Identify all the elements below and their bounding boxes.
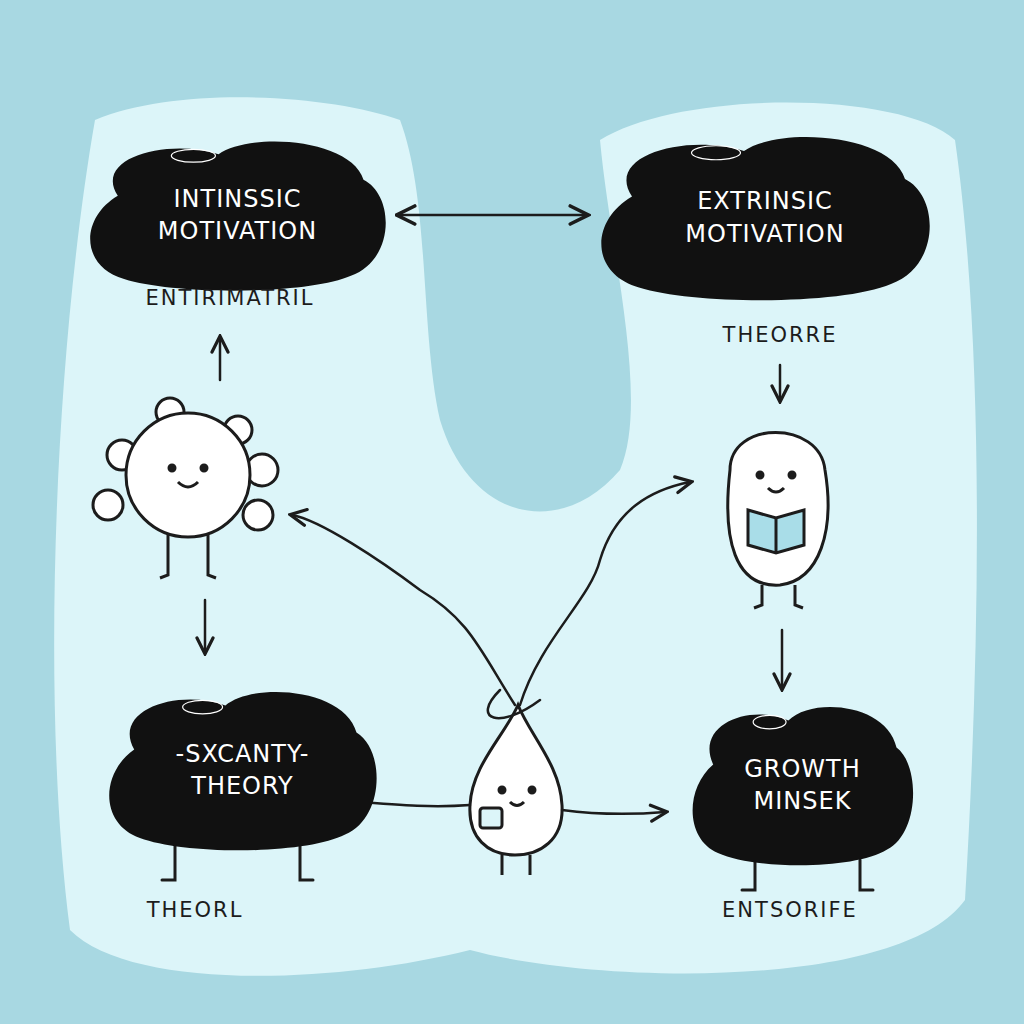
cloud-shape: [590, 130, 940, 305]
cloud-node: EXTRINSIC MOTIVATION: [590, 130, 940, 305]
cloud-shine: [171, 149, 215, 162]
node-text: INTINSSIC MOTIVATION: [115, 183, 360, 248]
cloud-fill: [90, 141, 386, 290]
cloud-fill: [601, 137, 929, 300]
cloud-fill: [109, 692, 376, 850]
caption-label: THEORL: [147, 898, 244, 922]
cloud-shape: [100, 685, 385, 855]
caption-label: ENTSORIFE: [722, 898, 858, 922]
cloud-shine: [183, 700, 223, 714]
cloud-shine: [753, 715, 786, 729]
cloud-node: GROWTH MINSEK: [685, 700, 920, 870]
drop-creature: [470, 705, 562, 875]
reading-creature: [728, 433, 828, 609]
connector-arrow: [399, 214, 586, 217]
light-region: [54, 97, 977, 976]
cloud-node: INTINSSIC MOTIVATION: [80, 135, 395, 295]
cloud-shape: [80, 135, 395, 295]
cloud-node: -SXCANTY- THEORY: [100, 685, 385, 855]
node-text: EXTRINSIC MOTIVATION: [625, 185, 905, 250]
caption-label: THEORRE: [723, 323, 838, 347]
cloud-shape: [685, 700, 920, 870]
cloud-fill: [693, 707, 913, 865]
caption-label: ENTIRIMATRIL: [146, 286, 315, 310]
node-text: GROWTH MINSEK: [720, 753, 885, 818]
node-text: -SXCANTY- THEORY: [135, 738, 350, 803]
cloud-shine: [692, 146, 741, 160]
flower-creature: [93, 398, 278, 578]
